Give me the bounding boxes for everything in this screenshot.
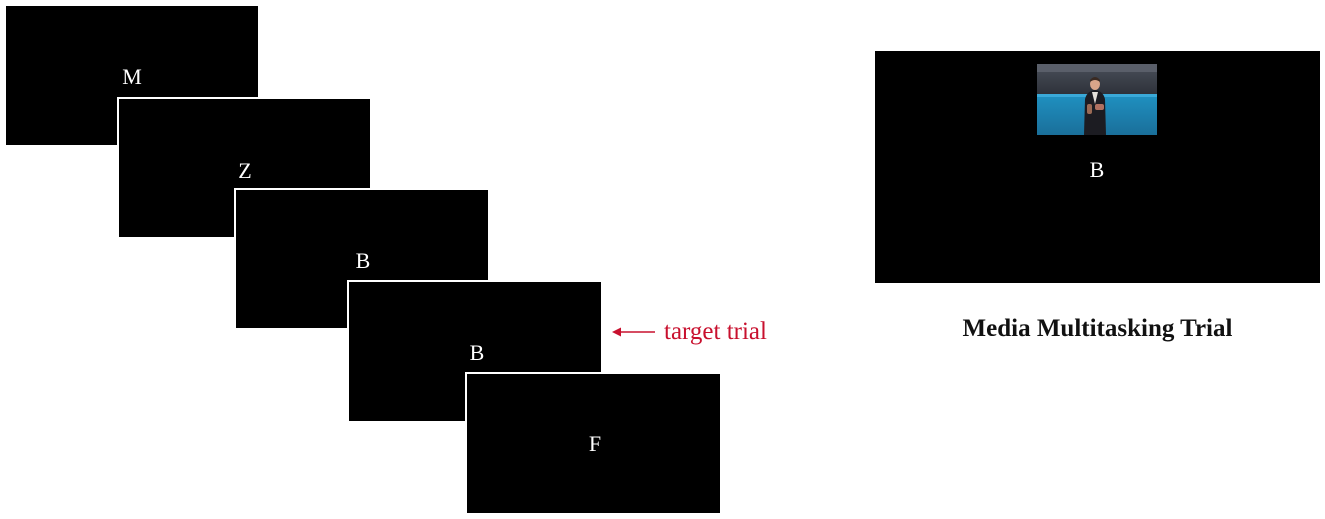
left-arrow-icon [612,327,655,337]
target-trial-label: target trial [664,318,767,345]
frame-letter: M [122,64,142,89]
frame-letter: Z [238,158,252,183]
video-thumbnail [1037,64,1157,135]
sequence-frame-5: F [465,372,722,515]
target-trial-annotation: target trial [612,318,767,346]
media-multitasking-title: Media Multitasking Trial [962,315,1233,342]
media-multitasking-frame: B [875,51,1320,283]
frame-letter: B [469,340,485,365]
media-trial-letter: B [1089,157,1105,182]
frame-letter: B [355,248,371,273]
frame-letter: F [588,431,602,456]
speaker-video-icon [1037,64,1157,135]
